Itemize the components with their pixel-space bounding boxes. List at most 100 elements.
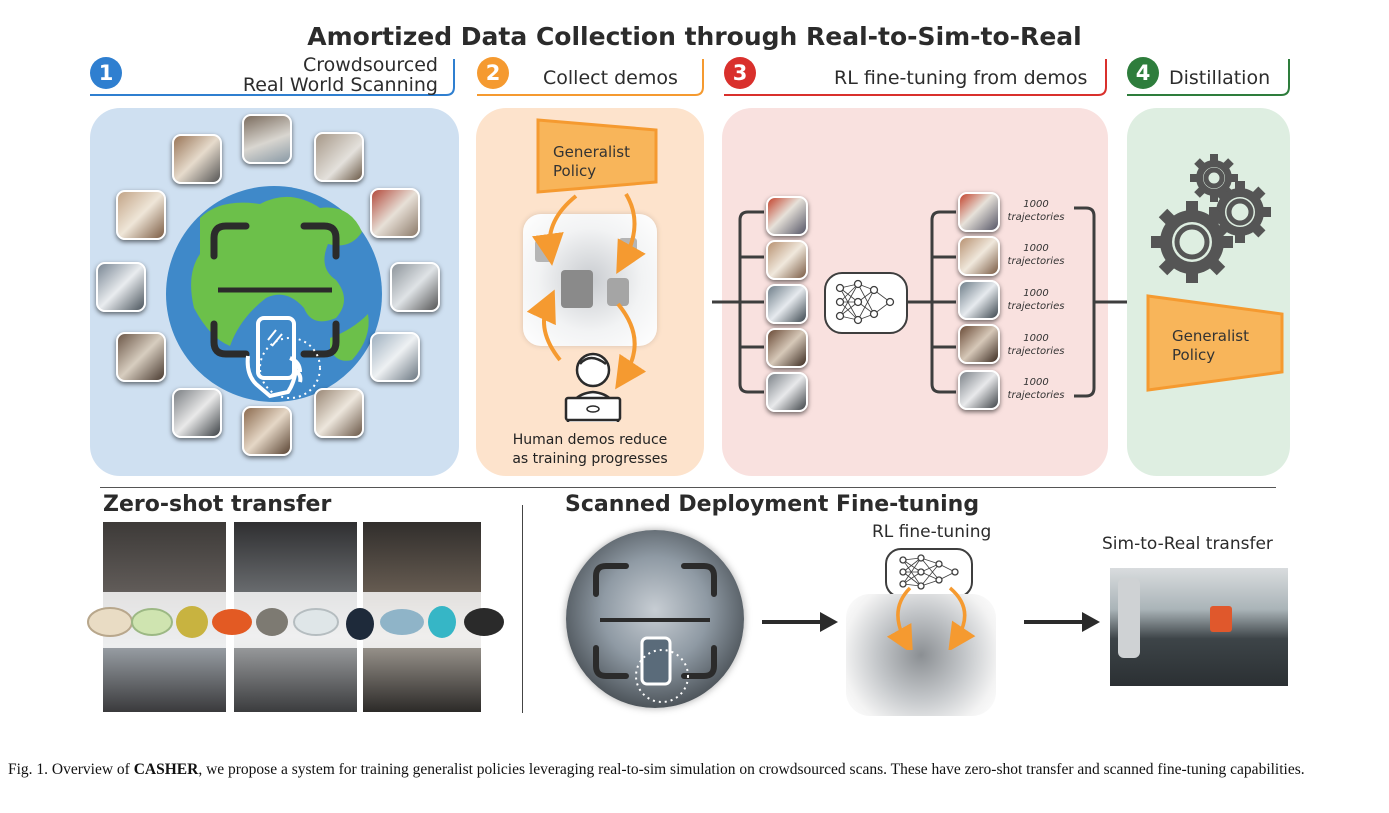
figure-caption: Fig. 1. Overview of CASHER, we propose a… xyxy=(8,760,1380,779)
bowl-object xyxy=(293,608,339,636)
scan-thumbnail xyxy=(172,134,222,184)
scan-thumbnail xyxy=(314,388,364,438)
arrow-right xyxy=(1024,612,1100,632)
bowl-object xyxy=(380,609,424,635)
rl-traj-thumbnail xyxy=(958,280,1000,320)
step-1-label-line1: Crowdsourced xyxy=(302,54,438,76)
rl-env-thumbnail xyxy=(766,328,808,368)
globe-illustration xyxy=(166,186,382,402)
step-1-badge: 1 xyxy=(90,57,122,89)
trajectory-label: 1000 trajectories xyxy=(996,332,1076,358)
human-laptop-icon xyxy=(564,352,622,423)
mug-object xyxy=(346,608,374,640)
gears-icon xyxy=(1151,154,1271,283)
distilled-policy-trapezoid xyxy=(1146,294,1284,392)
scan-thumbnail xyxy=(172,388,222,438)
scan-thumbnail xyxy=(314,132,364,182)
globe-land xyxy=(191,196,362,346)
horizontal-divider xyxy=(100,487,1276,488)
trajectory-label: 1000 trajectories xyxy=(996,376,1076,402)
zero-shot-title: Zero-shot transfer xyxy=(103,492,332,517)
trajectory-label: 1000 trajectories xyxy=(996,242,1076,268)
vertical-divider xyxy=(522,505,523,713)
scan-corners xyxy=(210,222,340,358)
caption-system-name: CASHER xyxy=(133,761,199,778)
scan-thumbnail xyxy=(242,114,292,164)
step-2-header: 2 Collect demos xyxy=(475,55,707,99)
collect-policy-line1: Generalist xyxy=(553,143,630,161)
trajectory-unit: trajectories xyxy=(1007,301,1065,312)
scan-thumbnail xyxy=(116,332,166,382)
mug-object xyxy=(176,606,208,638)
caption-prefix: Fig. 1. Overview of xyxy=(8,761,134,778)
step-4-label: Distillation xyxy=(1169,67,1271,89)
scan-thumbnail xyxy=(242,406,292,456)
step-3-header: 3 RL fine-tuning from demos xyxy=(722,55,1110,99)
rl-sim-photo xyxy=(846,594,996,716)
trajectory-count: 1000 xyxy=(1023,199,1049,210)
step-2-label: Collect demos xyxy=(543,67,678,89)
collect-policy-line2: Policy xyxy=(553,162,597,180)
policy-trapezoid xyxy=(536,118,658,194)
human-demos-note-line2: as training progresses xyxy=(512,451,668,467)
rl-traj-thumbnail xyxy=(958,324,1000,364)
step-2-badge: 2 xyxy=(477,57,509,89)
rl-traj-thumbnail xyxy=(958,370,1000,410)
rl-env-thumbnail xyxy=(766,196,808,236)
neural-network-graph xyxy=(835,279,895,325)
step-3-label: RL fine-tuning from demos xyxy=(834,67,1088,89)
step-4-header: 4 Distillation xyxy=(1125,55,1293,99)
rl-network-graph xyxy=(899,554,959,590)
rl-loop-arrows xyxy=(886,586,976,650)
trajectory-unit: trajectories xyxy=(1007,256,1065,267)
step-3-bracket xyxy=(724,59,1107,96)
rl-finetuning-label: RL fine-tuning xyxy=(872,522,992,542)
bowl-object xyxy=(212,609,252,635)
figure-title: Amortized Data Collection through Real-t… xyxy=(307,22,1082,51)
bowl-object xyxy=(87,607,133,637)
trajectory-label: 1000 trajectories xyxy=(996,198,1076,224)
trajectory-count: 1000 xyxy=(1023,288,1049,299)
robot-arm xyxy=(1118,578,1140,658)
scan-thumbnail xyxy=(370,332,420,382)
step-1-header: 1 Crowdsourced Real World Scanning xyxy=(88,55,458,99)
step-1-bracket xyxy=(90,59,455,96)
scan-thumbnail xyxy=(390,262,440,312)
scan-thumbnail xyxy=(116,190,166,240)
caption-text: , we propose a system for training gener… xyxy=(198,761,1305,778)
step-4-badge: 4 xyxy=(1127,57,1159,89)
robot-figure xyxy=(561,270,593,308)
bowl-object xyxy=(464,608,504,636)
trajectory-unit: trajectories xyxy=(1007,212,1065,223)
mug-object xyxy=(428,606,456,638)
rl-env-thumbnail xyxy=(766,284,808,324)
mug-object xyxy=(256,608,288,636)
step-1-label-line2: Real World Scanning xyxy=(242,74,438,96)
trajectory-count: 1000 xyxy=(1023,333,1049,344)
sim-to-real-photo xyxy=(1110,568,1288,686)
trajectory-unit: trajectories xyxy=(1007,346,1065,357)
rl-traj-thumbnail xyxy=(958,192,1000,232)
distilled-policy-line1: Generalist xyxy=(1172,327,1249,345)
sink-object xyxy=(1210,606,1232,632)
rl-traj-thumbnail xyxy=(958,236,1000,276)
trajectory-count: 1000 xyxy=(1023,377,1049,388)
step-4-bracket xyxy=(1127,59,1290,96)
scan-thumbnail xyxy=(96,262,146,312)
trajectory-count: 1000 xyxy=(1023,243,1049,254)
trajectory-label: 1000 trajectories xyxy=(996,287,1076,313)
step-2-bracket xyxy=(477,59,704,96)
bowl-object xyxy=(131,608,173,636)
step-3-badge: 3 xyxy=(724,57,756,89)
objects-row xyxy=(87,606,504,640)
rl-env-thumbnail xyxy=(766,372,808,412)
human-demos-note-line1: Human demos reduce xyxy=(512,432,668,448)
scan-thumbnail xyxy=(370,188,420,238)
rl-env-thumbnail xyxy=(766,240,808,280)
sim-to-real-label: Sim-to-Real transfer xyxy=(1102,534,1273,554)
distilled-policy-line2: Policy xyxy=(1172,346,1216,364)
scanned-scene-overlay xyxy=(593,563,717,703)
scanned-finetuning-title: Scanned Deployment Fine-tuning xyxy=(565,492,980,517)
demo-loop-arrows xyxy=(526,192,647,390)
trajectory-unit: trajectories xyxy=(1007,390,1065,401)
